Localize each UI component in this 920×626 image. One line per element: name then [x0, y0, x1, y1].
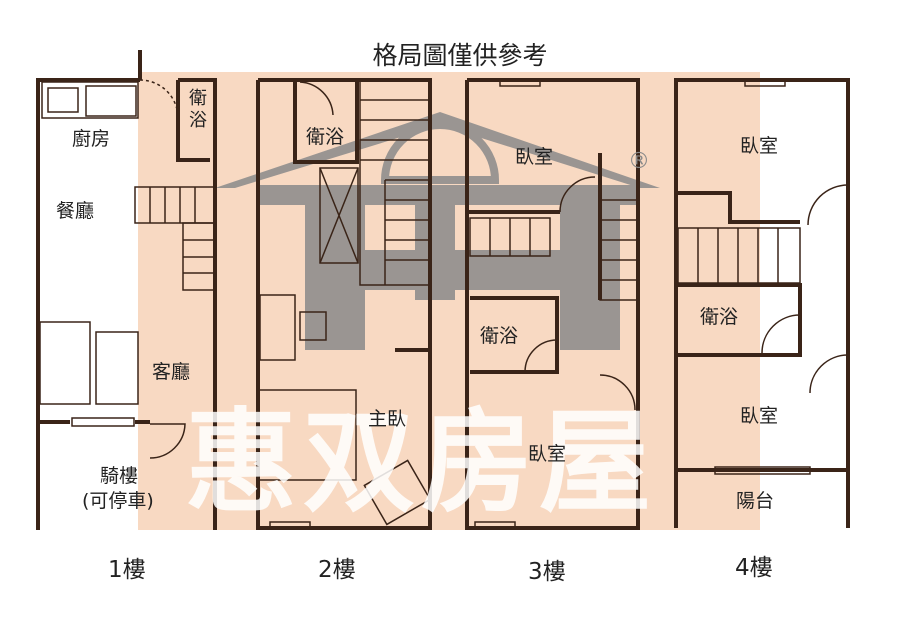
room-label-bedroom: 臥室 — [740, 135, 779, 157]
room-label-kitchen: 廚房 — [72, 128, 111, 150]
watermark-tint — [138, 72, 760, 530]
page-title: 格局圖僅供參考 — [372, 41, 548, 70]
floor-label-1: 1樓 — [108, 557, 146, 583]
room-label-parking-note: (可停車) — [82, 490, 154, 512]
floor-1-fixtures — [39, 79, 216, 459]
floor-3-fixtures — [469, 79, 639, 529]
logo-icon — [215, 112, 660, 350]
room-label-bathroom: 衛浴 — [306, 126, 345, 148]
room-label-bedroom: 臥室 — [740, 405, 779, 427]
floor-4-fixtures — [677, 79, 849, 475]
watermark-text: 惠双房屋 — [185, 398, 657, 528]
room-label-bathroom: 衛浴 — [700, 306, 739, 328]
room-label-bathroom: 衛浴 — [189, 88, 207, 131]
room-label-master-bedroom: 主臥 — [368, 408, 407, 430]
floor-1-walls — [36, 50, 217, 530]
floor-label-3: 3樓 — [528, 559, 566, 585]
room-label-living: 客廳 — [152, 361, 191, 383]
registered-mark: ® — [628, 149, 650, 174]
room-label-balcony: 陽台 — [736, 490, 775, 512]
room-label-bedroom: 臥室 — [528, 443, 567, 465]
floor-label-4: 4樓 — [735, 555, 773, 581]
floor-label-2: 2樓 — [318, 557, 356, 583]
floor-2-fixtures — [257, 79, 432, 529]
room-label-dining: 餐廳 — [56, 200, 95, 222]
room-label-bathroom: 衛浴 — [480, 325, 519, 347]
room-label-bedroom: 臥室 — [515, 146, 554, 168]
room-label-arcade: 騎樓 — [100, 465, 139, 487]
